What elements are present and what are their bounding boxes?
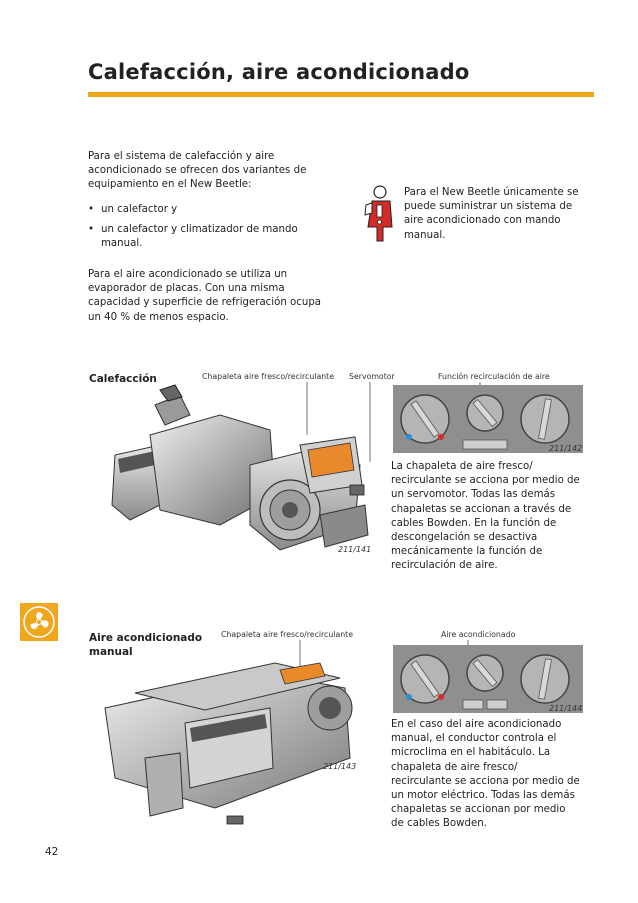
ac-unit-illustration bbox=[104, 662, 353, 825]
callout-flap: Chapaleta aire fresco/recirculante bbox=[221, 630, 354, 639]
evaporator-paragraph: Para el aire acondicionado se utiliza un… bbox=[88, 269, 322, 323]
callout-recirculation: Función recirculación de aire bbox=[438, 372, 550, 381]
callout-servomotor: Servomotor bbox=[349, 372, 395, 381]
heating-description: La chapaleta de aire fresco/ recirculant… bbox=[391, 461, 580, 572]
figure-number: 211/141 bbox=[338, 545, 372, 554]
ac-control-panel bbox=[393, 645, 583, 713]
figure-number: 211/142 bbox=[549, 444, 583, 453]
warning-figure-icon bbox=[364, 185, 393, 242]
section-label-heating: Calefacción bbox=[89, 373, 157, 385]
note-text: Para el New Beetle únicamente se puede s… bbox=[404, 187, 579, 241]
heater-unit-illustration bbox=[111, 384, 369, 551]
ac-description: En el caso del aire acondicionado manual… bbox=[391, 719, 580, 830]
intro-paragraph: Para el sistema de calefacción y aire ac… bbox=[88, 151, 307, 191]
title-rule bbox=[88, 92, 594, 97]
list-item: un calefactor y climatizador de mando ma… bbox=[88, 223, 328, 251]
figure-number: 211/144 bbox=[549, 704, 583, 713]
page-number: 42 bbox=[45, 846, 59, 858]
list-item: un calefactor y bbox=[88, 203, 328, 217]
ventilation-fan-icon bbox=[20, 603, 58, 641]
section-label-ac: Aire acondicionado manual bbox=[89, 632, 203, 658]
variant-list: un calefactor y un calefactor y climatiz… bbox=[88, 203, 328, 258]
figure-number: 211/143 bbox=[323, 762, 357, 771]
callout-air-conditioning: Aire acondicionado bbox=[441, 630, 516, 639]
callout-flap: Chapaleta aire fresco/recirculante bbox=[202, 372, 335, 381]
page-title: Calefacción, aire acondicionado bbox=[88, 60, 470, 84]
heating-control-panel bbox=[393, 385, 583, 453]
